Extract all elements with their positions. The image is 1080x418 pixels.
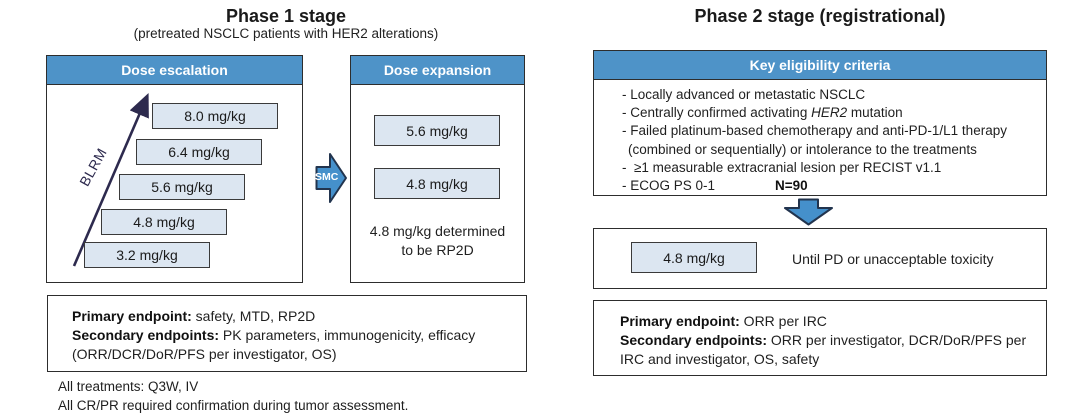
dose-escalation-header: Dose escalation (47, 56, 302, 85)
secondary-endpoint-line: Secondary endpoints: ORR per investigato… (620, 332, 1027, 348)
dose-chip: 5.6 mg/kg (119, 174, 245, 200)
dose-chip: 3.2 mg/kg (84, 242, 210, 268)
smc-label: SMC (315, 171, 339, 183)
dose-chip: 8.0 mg/kg (152, 103, 278, 129)
footnote-line: All treatments: Q3W, IV (58, 379, 199, 394)
phase1-subtitle: (pretreated NSCLC patients with HER2 alt… (133, 26, 439, 41)
blrm-arrow-icon (72, 93, 149, 267)
secondary-endpoint-line: (ORR/DCR/DoR/PFS per investigator, OS) (72, 346, 337, 362)
dose-expansion-panel: Dose expansion 5.6 mg/kg 4.8 mg/kg 4.8 m… (350, 55, 525, 283)
phase1-title: Phase 1 stage (225, 6, 347, 26)
dose-chip: 4.8 mg/kg (631, 242, 757, 273)
eligibility-item: - Failed platinum-based chemotherapy and… (622, 123, 1007, 139)
footnotes: All treatments: Q3W, IV All CR/PR requir… (58, 378, 408, 415)
dose-chip: 4.8 mg/kg (101, 209, 227, 235)
eligibility-item: - Locally advanced or metastatic NSCLC (622, 87, 866, 102)
her2-italic: HER2 (811, 105, 848, 121)
primary-endpoint-line: Primary endpoint: safety, MTD, RP2D (72, 308, 316, 324)
dose-chip: 6.4 mg/kg (136, 139, 262, 165)
secondary-endpoint-line: IRC and investigator, OS, safety (620, 351, 820, 367)
eligibility-item: - ≥1 measurable extracranial lesion per … (622, 159, 942, 175)
n-count-label: N=90 (775, 178, 808, 194)
eligibility-header: Key eligibility criteria (594, 51, 1046, 80)
primary-endpoint-line: Primary endpoint: ORR per IRC (620, 313, 827, 329)
treatment-duration-label: Until PD or unacceptable toxicity (792, 250, 994, 267)
footnote-line: All CR/PR required confirmation during t… (58, 397, 409, 413)
smc-arrow-icon (315, 153, 347, 203)
dose-chip: 5.6 mg/kg (374, 115, 500, 146)
eligibility-item: (combined or sequentially) or intoleranc… (628, 141, 977, 157)
dose-expansion-header: Dose expansion (351, 56, 524, 85)
down-arrow-icon (784, 198, 833, 226)
phase1-endpoints-box: Primary endpoint: safety, MTD, RP2D Seco… (47, 295, 527, 372)
phase2-title: Phase 2 stage (registrational) (694, 6, 946, 26)
eligibility-panel: Key eligibility criteria - Locally advan… (593, 50, 1047, 196)
phase2-treatment-box: 4.8 mg/kg Until PD or unacceptable toxic… (593, 228, 1047, 289)
secondary-endpoint-line: Secondary endpoints: PK parameters, immu… (72, 327, 476, 343)
phase2-endpoints-box: Primary endpoint: ORR per IRC Secondary … (593, 300, 1047, 376)
dose-escalation-panel: Dose escalation BLRM 8.0 mg/kg 6.4 mg/kg… (46, 55, 303, 283)
dose-chip: 4.8 mg/kg (374, 168, 500, 199)
rp2d-note: 4.8 mg/kg determined to be RP2D (369, 223, 506, 258)
eligibility-item: - Centrally confirmed activating HER2 mu… (622, 105, 903, 121)
